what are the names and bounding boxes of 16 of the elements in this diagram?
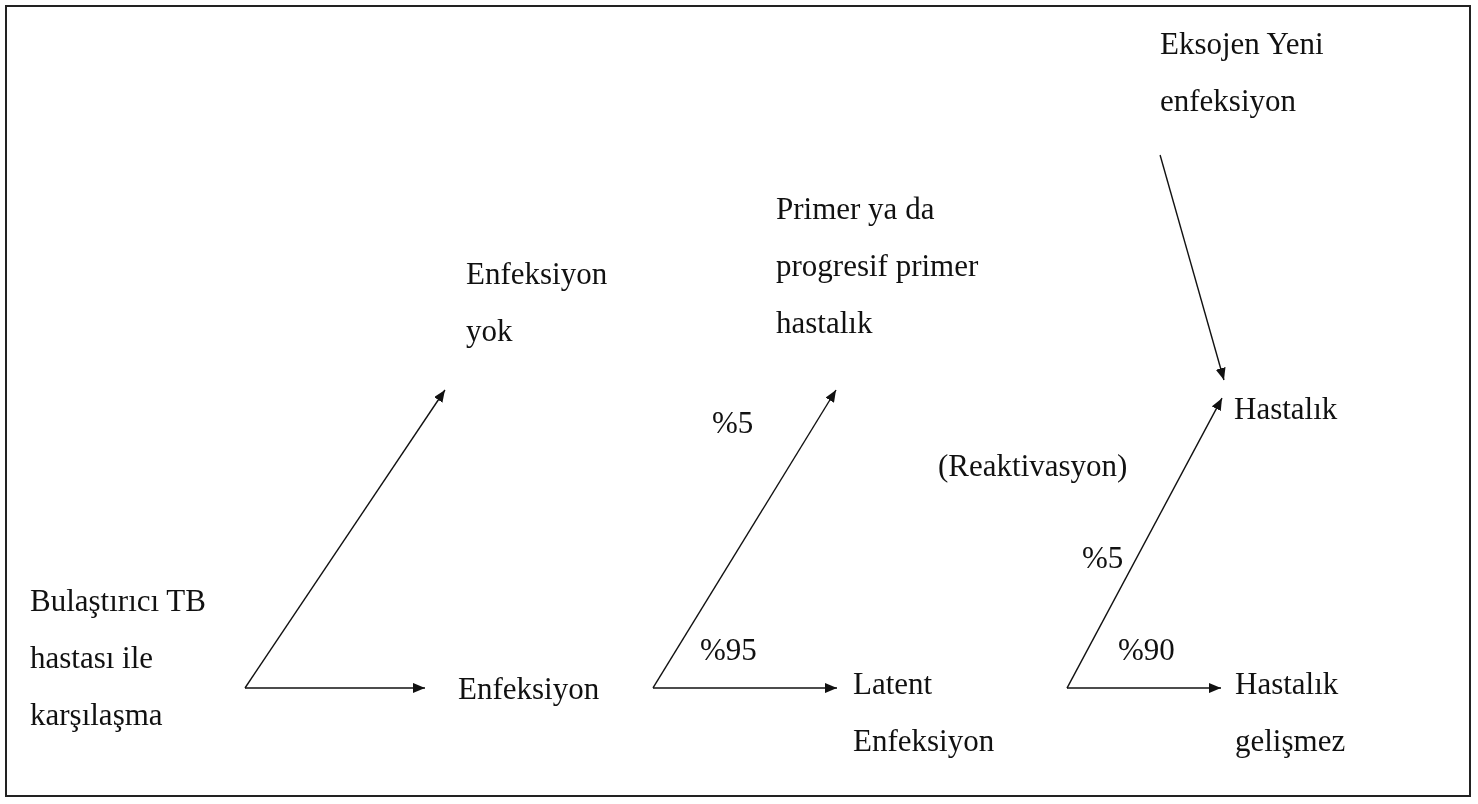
node-text: Hastalık gelişmez <box>1235 665 1347 760</box>
arrow <box>1066 683 1222 694</box>
node-text: Enfeksiyon <box>458 670 601 708</box>
node-text: Enfeksiyon yok <box>466 255 609 350</box>
node-text: Bulaştırıcı TB hastası ile karşılaşma <box>30 582 207 734</box>
arrow <box>652 389 837 689</box>
node-text: Primer ya da progresif primer hastalık <box>776 190 980 342</box>
node-text: Hastalık <box>1234 390 1339 428</box>
arrow <box>1159 154 1226 381</box>
arrow <box>244 389 446 689</box>
annotation-text: (Reaktivasyon) <box>938 448 1128 484</box>
arrow <box>652 683 838 694</box>
node-text: Latent Enfeksiyon <box>853 665 996 760</box>
arrow <box>244 682 426 693</box>
arrow <box>1066 397 1223 689</box>
node-text: Eksojen Yeni enfeksiyon <box>1160 25 1325 120</box>
